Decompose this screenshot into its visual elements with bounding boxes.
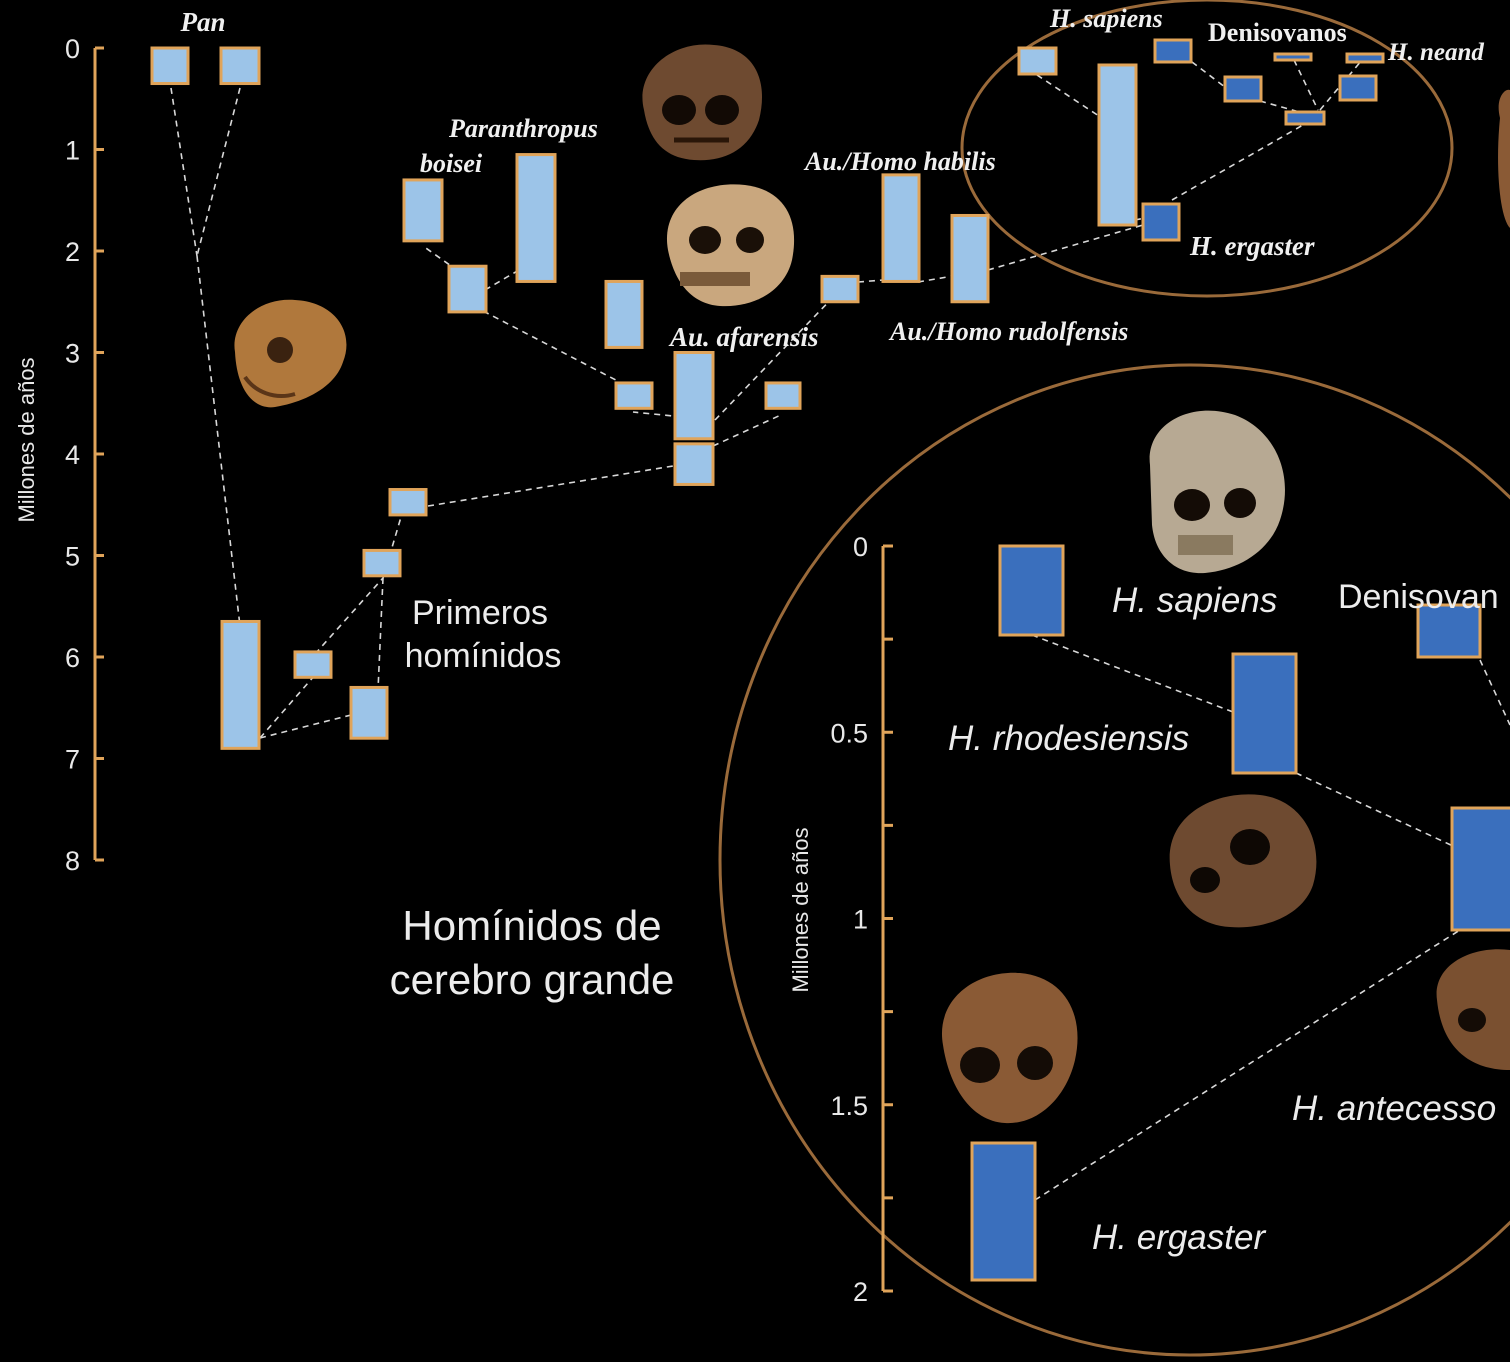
label-au-homo-habilis: Au./Homo habilis (803, 147, 996, 176)
range-bar (675, 444, 713, 485)
range-bar (449, 266, 486, 312)
skull-pan-icon (234, 300, 346, 408)
label-zoom-sapiens: H. sapiens (1112, 581, 1277, 620)
skull-rhodesiensis-icon (1170, 794, 1317, 927)
zoom-ellipse (720, 365, 1510, 1355)
label-pan: Pan (179, 7, 225, 37)
range-bar (404, 180, 442, 241)
range-bar (606, 281, 642, 347)
zoom-axis-tick-label: 2 (853, 1277, 868, 1307)
skull-ergaster-icon (942, 973, 1078, 1123)
label-au-homo-rudolfensis: Au./Homo rudolfensis (888, 317, 1128, 346)
main-axis-label: Millones de años (14, 357, 39, 522)
skull-paranthropus-icon (642, 44, 762, 160)
main-axis-tick-label: 6 (65, 643, 80, 673)
label-primeros-line2: homínidos (405, 637, 562, 675)
range-bar (295, 652, 331, 677)
range-bar (1286, 112, 1324, 124)
main-axis: 0 1 2 3 4 5 6 7 8 Millones de años (14, 34, 104, 876)
label-big-brain-line1: Homínidos de (402, 902, 661, 949)
skull-neanderthal-icon (1498, 90, 1510, 228)
range-bar (952, 215, 988, 301)
range-bar (822, 276, 858, 301)
label-zoom-antecessor: H. antecesso (1292, 1089, 1496, 1128)
inset-range-bars (1019, 40, 1383, 240)
label-primeros-line1: Primeros (412, 594, 548, 632)
range-bar (1019, 48, 1056, 74)
label-big-brain-line2: cerebro grande (390, 956, 675, 1003)
range-bar (1233, 654, 1296, 773)
zoom-axis-label: Millones de años (788, 827, 813, 992)
main-axis-tick-label: 7 (65, 745, 80, 775)
range-bar (390, 490, 426, 515)
label-paranthropus-line1: Paranthropus (448, 114, 598, 143)
zoom-axis-tick-label: 1.5 (830, 1091, 868, 1121)
label-inset-sapiens: H. sapiens (1049, 4, 1163, 33)
label-zoom-rhodesiensis: H. rhodesiensis (948, 719, 1189, 758)
range-bar (364, 550, 400, 575)
range-bar (221, 48, 259, 84)
range-bar (1155, 40, 1191, 62)
range-bar (1143, 204, 1179, 240)
main-axis-tick-label: 8 (65, 846, 80, 876)
label-inset-ergaster: H. ergaster (1189, 231, 1315, 261)
range-bar (152, 48, 188, 84)
main-axis-tick-label: 5 (65, 542, 80, 572)
zoom-axis-tick-label: 1 (853, 905, 868, 935)
main-axis-tick-label: 4 (65, 440, 80, 470)
range-bar (351, 687, 387, 738)
label-inset-denisovanos: Denisovanos (1208, 18, 1347, 47)
range-bar (1099, 65, 1136, 225)
range-bar (222, 621, 259, 748)
skull-sapiens-icon (1150, 411, 1285, 574)
main-axis-tick-label: 3 (65, 339, 80, 369)
zoom-axis-tick-label: 0 (853, 532, 868, 562)
label-au-afarensis: Au. afarensis (668, 322, 819, 352)
range-bar (1452, 808, 1510, 930)
skull-antecessor-icon (1437, 949, 1510, 1070)
range-bar (1275, 54, 1311, 60)
label-zoom-denisovan: Denisovan (1338, 578, 1499, 616)
range-bar (675, 353, 713, 439)
range-bar (972, 1143, 1035, 1280)
main-axis-tick-label: 2 (65, 237, 80, 267)
label-inset-neanderthalensis: H. neand (1387, 39, 1484, 66)
zoom-axis-tick-label: 0.5 (830, 718, 868, 748)
range-bar (1340, 76, 1376, 100)
main-axis-tick-label: 0 (65, 34, 80, 64)
range-bar (766, 383, 800, 408)
range-bar (1347, 54, 1383, 62)
range-bar (517, 155, 555, 282)
label-zoom-ergaster: H. ergaster (1092, 1218, 1266, 1257)
main-axis-tick-label: 1 (65, 136, 80, 166)
label-paranthropus-line2: boisei (420, 149, 483, 178)
range-bar (1000, 546, 1063, 635)
range-bar (616, 383, 652, 408)
skull-australopithecus-icon (667, 184, 794, 306)
range-bar (883, 175, 919, 282)
range-bar (1225, 77, 1261, 101)
